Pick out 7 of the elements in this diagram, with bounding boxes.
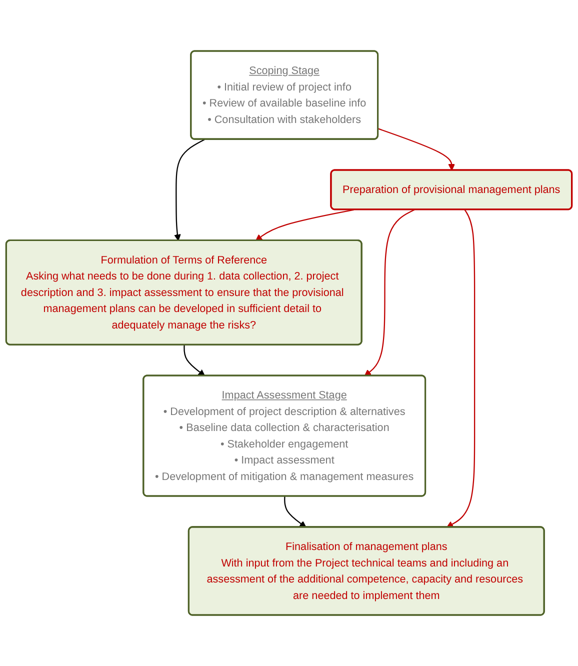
arrow: [378, 128, 456, 171]
arrow: [184, 344, 206, 376]
arrow: [174, 138, 205, 241]
arrow: [446, 209, 476, 528]
arrow: [284, 496, 306, 528]
arrow: [364, 209, 415, 376]
arrow: [256, 209, 354, 241]
